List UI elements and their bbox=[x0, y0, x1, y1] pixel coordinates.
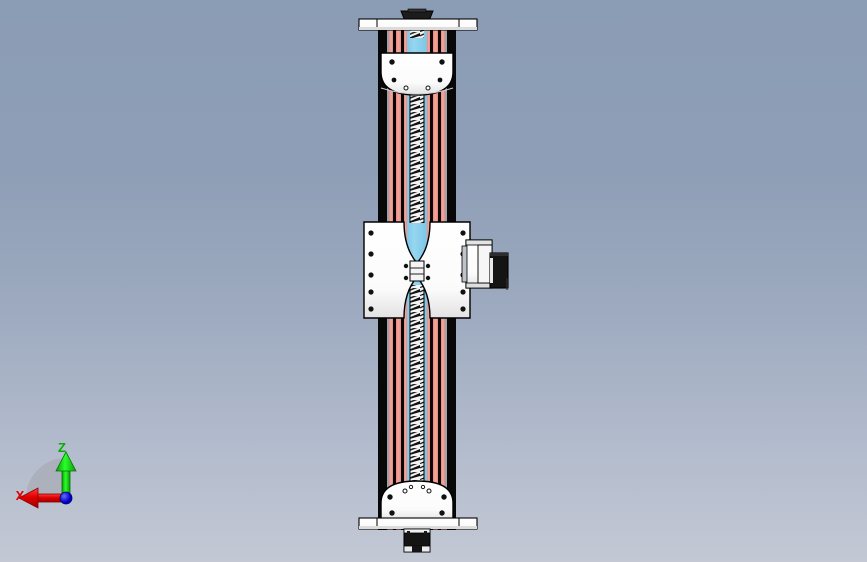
z-axis-origin-dot bbox=[59, 491, 73, 505]
bolt-hole bbox=[368, 230, 374, 236]
bolt-hole bbox=[391, 77, 397, 83]
top-mounting-plate bbox=[358, 18, 478, 31]
bolt-hole bbox=[426, 488, 432, 494]
bolt-hole bbox=[387, 494, 393, 500]
bolt-hole bbox=[368, 272, 374, 278]
rotation-arc bbox=[26, 458, 66, 498]
lead-screw bbox=[409, 30, 425, 490]
bolt-hole bbox=[425, 85, 431, 91]
gearbox-motor-assembly bbox=[461, 239, 509, 290]
bolt-hole bbox=[439, 59, 445, 65]
bolt-hole bbox=[403, 275, 409, 281]
bolt-hole bbox=[403, 263, 409, 269]
bolt-hole bbox=[437, 77, 443, 83]
bolt-hole bbox=[460, 289, 466, 295]
bolt-hole bbox=[389, 510, 395, 516]
upper-bearing-bracket bbox=[380, 52, 454, 96]
lower-bearing-bracket bbox=[380, 480, 454, 523]
y-axis-label: Z bbox=[58, 440, 66, 455]
bolt-hole bbox=[425, 263, 431, 269]
bolt-hole bbox=[439, 510, 445, 516]
bolt-hole bbox=[403, 85, 409, 91]
bolt-hole bbox=[368, 289, 374, 295]
bolt-hole bbox=[408, 484, 414, 490]
bolt-hole bbox=[460, 306, 466, 312]
bolt-hole bbox=[389, 59, 395, 65]
center-carriage-plate bbox=[363, 221, 471, 319]
bolt-hole bbox=[402, 488, 408, 494]
bolt-hole bbox=[425, 275, 431, 281]
orientation-axis-triad[interactable]: Z X bbox=[0, 430, 110, 525]
bolt-hole bbox=[441, 494, 447, 500]
bottom-motor-block bbox=[403, 528, 431, 553]
bolt-hole bbox=[368, 251, 374, 257]
x-axis-label: X bbox=[16, 488, 25, 503]
bolt-hole bbox=[368, 306, 374, 312]
y-axis-arrow bbox=[55, 451, 77, 500]
bolt-hole bbox=[460, 230, 466, 236]
bolt-hole bbox=[420, 484, 426, 490]
bottom-mounting-plate bbox=[358, 517, 478, 530]
